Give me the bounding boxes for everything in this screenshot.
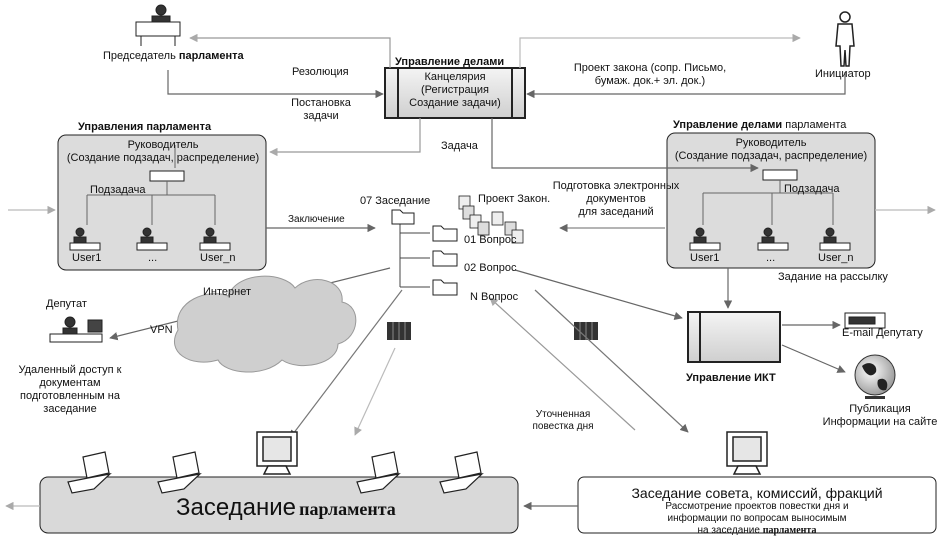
folder-q1-label: 01 Вопрос bbox=[464, 234, 517, 246]
arrow-agenda-to-folder bbox=[489, 297, 636, 431]
deputy-icon bbox=[49, 316, 103, 343]
left-subtask-label: Подзадача bbox=[90, 184, 146, 196]
initiator-label: Инициатор bbox=[815, 68, 871, 80]
task-label: Задача bbox=[441, 140, 478, 152]
folder-qn-icon bbox=[432, 279, 458, 296]
right-user-2: ... bbox=[766, 252, 776, 264]
folder-root-label: 07 Заседание bbox=[360, 195, 431, 207]
left-user-2: ... bbox=[148, 252, 158, 264]
conclusion-label: Заключение bbox=[288, 214, 345, 225]
folder-q2-icon bbox=[432, 250, 458, 267]
task-setting-label: Постановка задачи bbox=[291, 97, 351, 122]
globe-icon bbox=[854, 354, 896, 399]
right-head-desk bbox=[762, 169, 798, 181]
server-left-icon bbox=[387, 322, 411, 340]
folder-root-icon bbox=[391, 209, 415, 225]
monitor-council-icon bbox=[726, 431, 768, 475]
right-dept-panel bbox=[666, 132, 876, 269]
publication-label: Публикация Информации на сайте bbox=[822, 403, 938, 428]
right-user-n: User_n bbox=[818, 252, 854, 264]
arrow-folder-to-plenary bbox=[289, 289, 403, 439]
arrow-chairman-to-office bbox=[167, 70, 384, 99]
left-user-n: User_n bbox=[200, 252, 236, 264]
affairs-top-title: Управление делами bbox=[395, 56, 505, 68]
arrow-office-to-initiator bbox=[519, 33, 801, 68]
preparation-label: Подготовка электронных документов для за… bbox=[552, 180, 680, 218]
plenary-title: Заседание парламента bbox=[176, 494, 396, 521]
right-user-icons bbox=[689, 227, 851, 251]
chairman-icon bbox=[135, 4, 181, 46]
bill-label: Проект закона (сопр. Письмо, бумаж. док.… bbox=[573, 62, 727, 87]
plenary-panel bbox=[39, 476, 519, 534]
left-user-1: User1 bbox=[72, 252, 102, 264]
right-dept-title: Управление делами парламента bbox=[673, 119, 847, 131]
office-box bbox=[384, 67, 526, 119]
left-user-icons bbox=[69, 227, 231, 251]
folder-q1-icon bbox=[432, 225, 458, 242]
folder-bill-label: Проект Закон. bbox=[478, 193, 551, 205]
vpn-label: VPN bbox=[150, 324, 173, 336]
council-panel bbox=[577, 476, 937, 534]
folder-q2-label: 02 Вопрос bbox=[464, 262, 517, 274]
right-user-1: User1 bbox=[690, 252, 720, 264]
agenda-label: Уточненная повестка дня bbox=[532, 409, 594, 432]
internet-label: Интернет bbox=[203, 286, 251, 298]
deputy-remote-text: Удаленный доступ к документам подготовле… bbox=[18, 364, 122, 415]
arrow-initiator-to-office bbox=[526, 72, 846, 99]
arrow-task-to-left-dept bbox=[269, 118, 421, 157]
right-subtask-label: Подзадача bbox=[784, 183, 840, 195]
laptop-icons bbox=[67, 451, 484, 494]
right-dept-head: Руководитель (Создание подзадач, распред… bbox=[674, 137, 868, 162]
left-dept-panel bbox=[57, 134, 267, 271]
ict-box bbox=[687, 311, 781, 363]
left-dept-head: Руководитель (Создание подзадач, распред… bbox=[66, 139, 260, 164]
ict-label: Управление ИКТ bbox=[686, 372, 776, 384]
deputy-label: Депутат bbox=[46, 298, 87, 310]
council-title: Заседание совета, комиссий, фракций bbox=[631, 485, 883, 501]
arrow-folder-to-ict bbox=[514, 269, 683, 320]
left-dept-title: Управления парламента bbox=[78, 121, 212, 133]
chairman-label: Председатель парламента bbox=[103, 50, 244, 62]
arrow-task-to-right-dept bbox=[491, 118, 759, 173]
email-label: E-mail Депутату bbox=[842, 327, 923, 339]
arrow-office-to-chairman bbox=[189, 33, 391, 68]
arrow-ict-publication bbox=[781, 344, 846, 373]
monitor-plenary-icon bbox=[256, 431, 298, 475]
arrow-folder-to-council bbox=[534, 289, 689, 433]
email-icon bbox=[844, 312, 886, 329]
arrow-server-to-plenary bbox=[354, 347, 396, 436]
council-note: Рассмотрение проектов повестки дня и инф… bbox=[665, 501, 849, 536]
office-box-text: Канцелярия (Регистрация Создание задачи) bbox=[409, 71, 501, 109]
initiator-icon bbox=[835, 11, 855, 67]
left-head-desk bbox=[149, 170, 185, 182]
mailing-label: Задание на рассылку bbox=[778, 271, 888, 283]
folder-qn-label: N Вопрос bbox=[470, 291, 519, 303]
document-icons bbox=[458, 195, 524, 244]
internet-cloud bbox=[173, 275, 357, 373]
resolution-label: Резолюция bbox=[292, 66, 349, 78]
